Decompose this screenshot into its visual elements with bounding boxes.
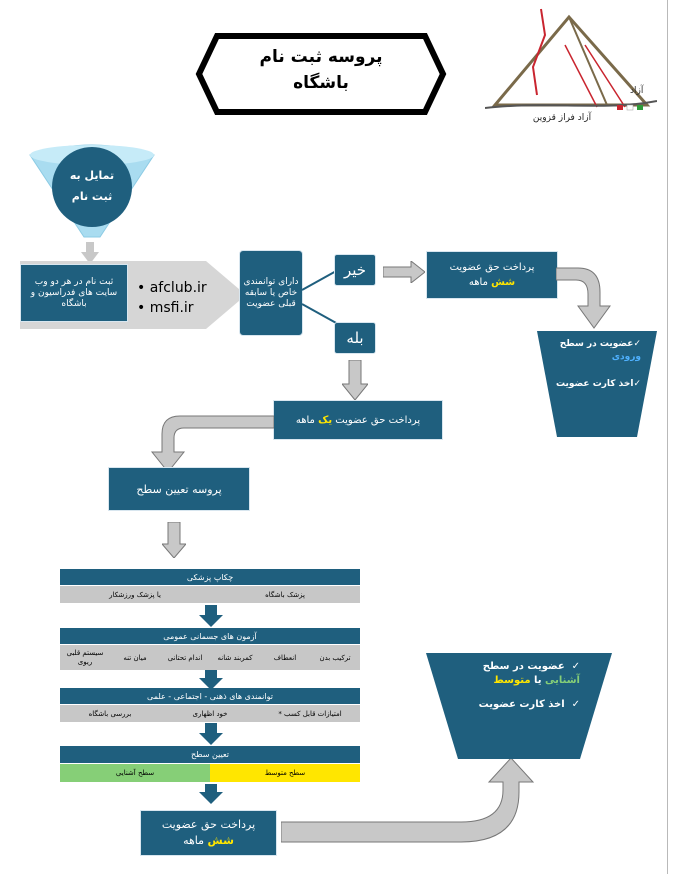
physical-row: ترکیب بدن انعطاف کمربند شانه اندام تحتان… xyxy=(60,645,360,670)
pay-six-top-box: پرداخت حق عضویت شش ماهه xyxy=(426,251,558,299)
final-item1: ✓ عضویت در سطح آشنایی یا متوسط xyxy=(482,661,580,686)
funnel-line2: ثبت نام xyxy=(71,190,113,203)
entry-item2: ✓اخذ کارت عضویت xyxy=(556,379,641,389)
pay-six-bottom-highlight: شش xyxy=(207,834,234,847)
down-arrow-level xyxy=(162,522,186,558)
branch-lines xyxy=(301,269,339,325)
curved-arrow-left xyxy=(150,415,274,473)
page-title: پروسه ثبت نام باشگاه xyxy=(220,44,422,96)
final-item1-or: یا xyxy=(534,675,542,686)
pay-one-suffix: ماهه xyxy=(295,414,315,426)
pay-six-top-highlight: شش xyxy=(491,277,516,288)
right-arrow-no xyxy=(383,261,425,283)
pay-six-bottom-prefix: پرداخت حق عضویت xyxy=(161,818,256,831)
level-header: تعیین سطح xyxy=(60,746,360,763)
site-afclub[interactable]: • afclub.ir xyxy=(137,280,207,296)
experience-box: دارای توانمندی خاص یا سابقه قبلی عضویت xyxy=(239,250,303,336)
mental-cell-self-declare: خود اظهاری xyxy=(192,709,228,718)
entry-item1-highlight: ورودی xyxy=(611,352,641,362)
down-arrow-table-1 xyxy=(199,605,223,627)
pay-one-prefix: پرداخت حق عضویت xyxy=(335,414,421,426)
no-label: خیر xyxy=(334,254,376,286)
level-process-box: پروسه تعیین سطح xyxy=(108,467,250,511)
mental-cell-points: امتیازات قابل کسب * xyxy=(278,709,342,718)
checkup-header: چکاپ پزشکی xyxy=(60,569,360,585)
level-cell-intermediate: سطح متوسط xyxy=(210,764,360,782)
mental-header: توانمندی های ذهنی - اجتماعی - علمی xyxy=(60,688,360,704)
logo-mark-text: آزاد xyxy=(630,86,644,96)
entry-bucket-text: ✓عضویت در سطح ورودی ✓اخذ کارت عضویت xyxy=(555,338,641,391)
curved-arrow-top-right xyxy=(556,267,611,329)
entry-item1: ✓عضویت در سطح ورودی xyxy=(559,339,641,362)
title-hexagon xyxy=(195,33,447,115)
entry-item2-text: اخذ کارت عضویت xyxy=(556,379,634,389)
register-box: ثبت نام در هر دو وب سایت های فدراسیون و … xyxy=(20,264,128,322)
physical-cell-core: میان تنه xyxy=(123,653,147,662)
down-arrow-funnel xyxy=(81,242,99,264)
logo-caption: آزاد فراز قزوین xyxy=(532,113,592,123)
level-cell-beginner: سطح آشنایی xyxy=(60,764,210,782)
mental-row: امتیازات قابل کسب * خود اظهاری بررسی باش… xyxy=(60,705,360,722)
pay-one-box: پرداخت حق عضویت یک ماهه xyxy=(273,400,443,440)
page-right-border xyxy=(667,0,668,874)
physical-cell-lower-limb: اندام تحتانی xyxy=(167,653,203,662)
sites-list: • afclub.ir • msfi.ir xyxy=(137,278,207,318)
club-logo xyxy=(485,8,657,111)
funnel-label: تمایل به ثبت نام xyxy=(58,165,126,207)
checkup-row: پزشک باشگاه یا پزشک ورزشکار xyxy=(60,586,360,603)
physical-cell-shoulder: کمربند شانه xyxy=(217,653,253,662)
title-line1: پروسه ثبت نام xyxy=(259,47,383,67)
physical-cell-cardio: سیستم قلبی ریوی xyxy=(66,648,104,666)
funnel-shape xyxy=(29,144,155,238)
level-row: سطح متوسط سطح آشنایی xyxy=(60,764,360,782)
curved-arrow-up-right xyxy=(281,757,535,843)
yes-label: بله xyxy=(334,322,376,354)
site-msfi-text[interactable]: msfi.ir xyxy=(149,300,194,316)
down-arrow-yes xyxy=(342,360,368,400)
final-item2-text: اخذ کارت عضویت xyxy=(478,699,565,710)
funnel-line1: تمایل به xyxy=(69,169,115,182)
pay-one-highlight: یک xyxy=(318,414,333,426)
mental-cell-club-review: بررسی باشگاه xyxy=(88,709,132,718)
physical-header: آزمون های جسمانی عمومی xyxy=(60,628,360,644)
final-bucket-text: ✓ عضویت در سطح آشنایی یا متوسط ✓ اخذ کار… xyxy=(458,660,580,712)
final-item2: ✓ اخذ کارت عضویت xyxy=(478,699,580,710)
title-line2: باشگاه xyxy=(293,73,349,93)
physical-cell-body-composition: ترکیب بدن xyxy=(319,653,351,662)
down-arrow-table-3 xyxy=(199,723,223,745)
pay-six-top-suffix: ماهه xyxy=(468,277,488,288)
pay-six-bottom-box: پرداخت حق عضویت شش ماهه xyxy=(140,810,277,856)
entry-item1-prefix: عضویت در سطح xyxy=(559,339,634,349)
pay-six-top-prefix: پرداخت حق عضویت xyxy=(449,262,535,273)
checkup-cell-club-doctor: پزشک باشگاه xyxy=(265,590,305,599)
checkup-cell-athlete-doctor: یا پزشک ورزشکار xyxy=(109,590,161,599)
site-msfi[interactable]: • msfi.ir xyxy=(137,300,194,316)
final-item1-intermediate: متوسط xyxy=(493,675,531,686)
final-bucket-shape xyxy=(426,653,612,759)
final-item1-beginner: آشنایی xyxy=(545,675,580,686)
site-afclub-text[interactable]: afclub.ir xyxy=(149,280,207,296)
down-arrow-table-2 xyxy=(199,670,223,690)
final-item1-prefix: عضویت در سطح xyxy=(482,661,565,672)
physical-cell-flexibility: انعطاف xyxy=(273,653,297,662)
down-arrow-table-4 xyxy=(199,784,223,804)
pay-six-bottom-suffix: ماهه xyxy=(183,834,205,847)
entry-bucket-shape xyxy=(537,331,657,437)
